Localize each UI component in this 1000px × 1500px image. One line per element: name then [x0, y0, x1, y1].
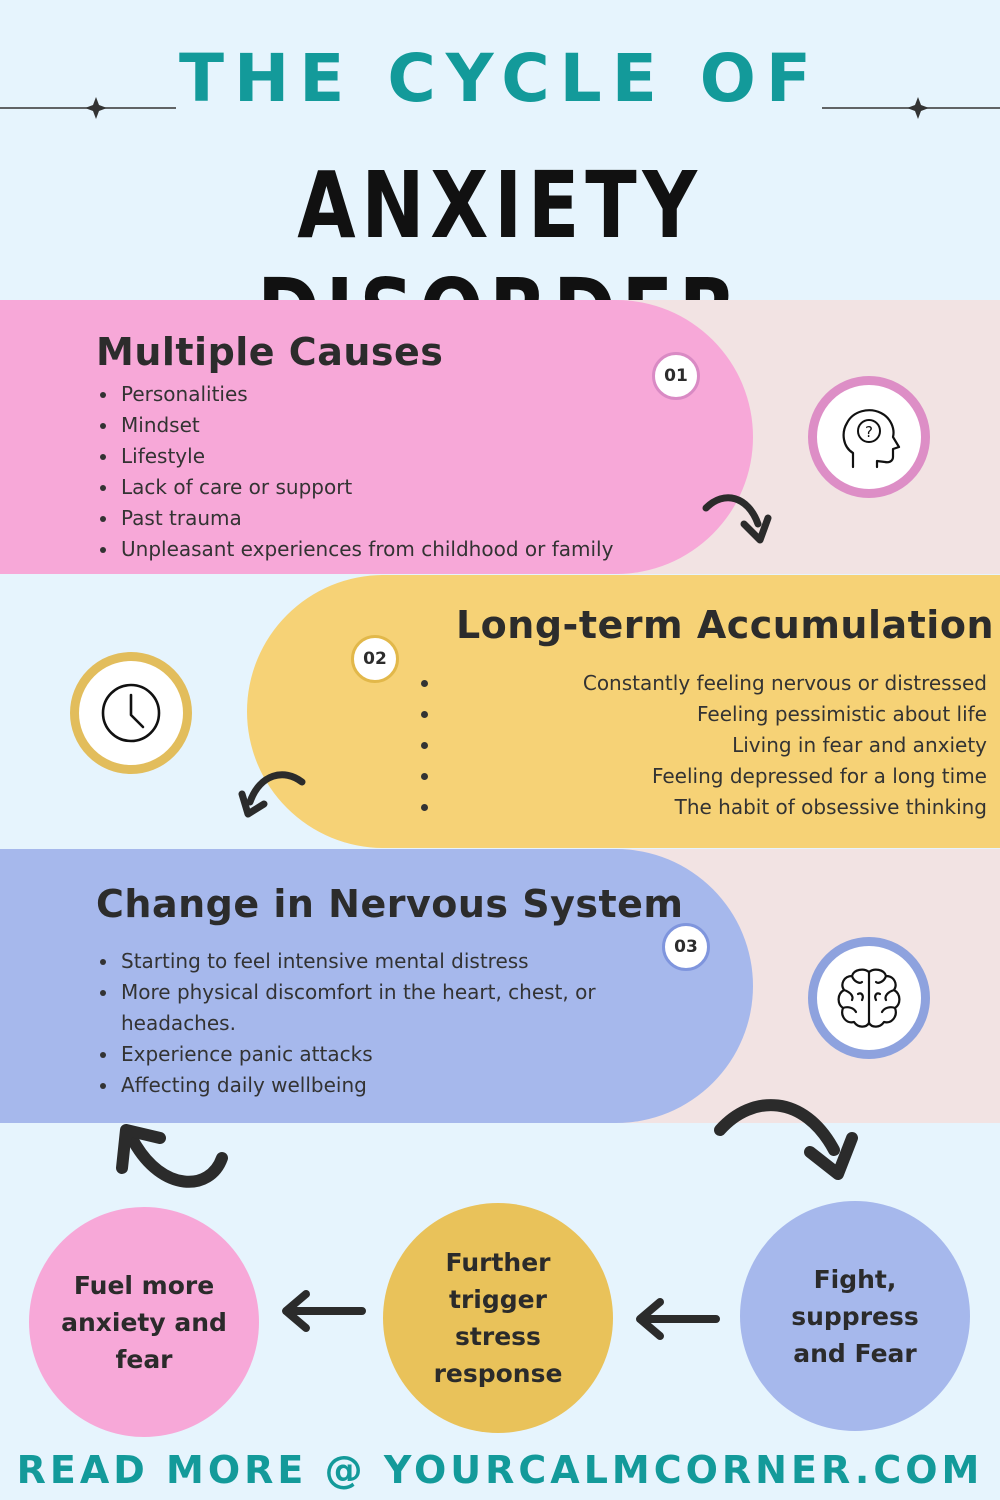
- footer-link[interactable]: READ MORE @ YOURCALMCORNER.COM: [16, 1448, 984, 1492]
- section-1-icon-ring: ?: [808, 376, 930, 498]
- curved-arrow-icon: [702, 494, 772, 544]
- list-item: Feeling depressed for a long time: [651, 764, 987, 788]
- cycle-step-fight: Fight, suppress and Fear: [740, 1201, 970, 1431]
- list-item: Past trauma: [96, 503, 613, 534]
- brain-icon: [837, 968, 901, 1028]
- section-2-icon-ring: [70, 652, 192, 774]
- svg-text:?: ?: [865, 423, 873, 441]
- list-item: Starting to feel intensive mental distre…: [96, 946, 616, 977]
- list-item: Constantly feeling nervous or distressed: [582, 671, 987, 695]
- sparkle-divider-right: [822, 97, 1000, 119]
- head-question-icon: ?: [842, 409, 901, 469]
- section-3-list: Starting to feel intensive mental distre…: [96, 946, 616, 1101]
- section-1-list: Personalities Mindset Lifestyle Lack of …: [96, 379, 613, 565]
- title-line-1: THE CYCLE OF: [179, 40, 821, 117]
- curved-arrow-icon: [714, 1099, 858, 1180]
- curved-arrow-icon: [238, 771, 306, 818]
- section-3-icon-ring: [808, 937, 930, 1059]
- list-item: Living in fear and anxiety: [732, 733, 987, 757]
- section-3-number: 03: [662, 923, 710, 971]
- list-item: Feeling pessimistic about life: [697, 702, 987, 726]
- left-arrow-icon: [282, 1290, 366, 1332]
- section-3-card: [0, 849, 753, 1123]
- section-3-title: Change in Nervous System: [96, 882, 684, 926]
- curved-arrow-icon: [116, 1124, 228, 1188]
- list-item: The habit of obsessive thinking: [674, 795, 987, 819]
- section-2-number: 02: [351, 635, 399, 683]
- list-item: Experience panic attacks: [96, 1039, 616, 1070]
- section-1-number: 01: [652, 352, 700, 400]
- clock-icon: [101, 683, 161, 743]
- cycle-step-trigger: Further trigger stress response: [383, 1203, 613, 1433]
- list-item: Lifestyle: [96, 441, 613, 472]
- list-item: Lack of care or support: [96, 472, 613, 503]
- left-arrow-icon: [636, 1298, 720, 1340]
- list-item: More physical discomfort in the heart, c…: [96, 977, 616, 1039]
- section-2-title: Long-term Accumulation: [455, 603, 994, 647]
- section-2-bullets: [421, 669, 428, 811]
- cycle-step-fuel: Fuel more anxiety and fear: [29, 1207, 259, 1437]
- section-1-card: [0, 300, 753, 574]
- sparkle-divider-left: [0, 97, 176, 119]
- section-2-card: [247, 575, 1000, 848]
- section-1-title: Multiple Causes: [96, 330, 444, 374]
- list-item: Mindset: [96, 410, 613, 441]
- list-item: Personalities: [96, 379, 613, 410]
- list-item: Affecting daily wellbeing: [96, 1070, 616, 1101]
- list-item: Unpleasant experiences from childhood or…: [96, 534, 613, 565]
- section-2-list: Constantly feeling nervous or distressed…: [447, 668, 987, 823]
